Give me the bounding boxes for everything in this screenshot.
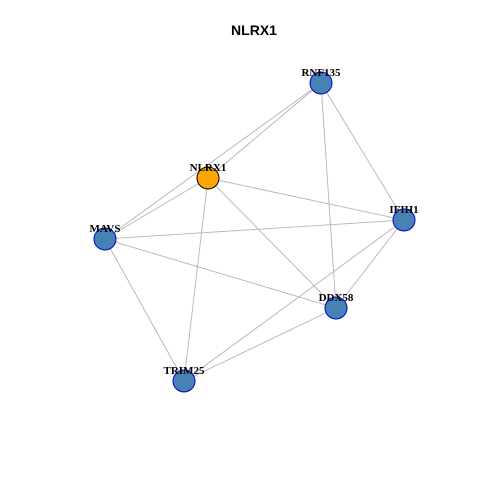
node-nlrx1[interactable]: [196, 166, 220, 190]
edge-ifih1-ddx58: [335, 219, 405, 309]
edge-ifih1-trim25: [183, 219, 405, 382]
edge-nlrx1-ddx58: [207, 177, 337, 309]
edge-mavs-ifih1: [104, 219, 405, 240]
edges-layer: [104, 82, 405, 382]
edge-rnf135-ddx58: [320, 82, 337, 309]
edge-nlrx1-trim25: [183, 177, 209, 382]
node-label-nlrx1: NLRX1: [190, 162, 227, 174]
edge-mavs-ddx58: [104, 238, 337, 309]
node-label-trim25: TRIM25: [164, 365, 205, 377]
edge-rnf135-mavs: [104, 82, 322, 240]
node-ifih1[interactable]: [392, 208, 416, 232]
edge-ddx58-trim25: [183, 307, 337, 382]
edge-nlrx1-ifih1: [207, 177, 405, 221]
edge-rnf135-ifih1: [320, 82, 405, 221]
node-ddx58[interactable]: [324, 296, 348, 320]
node-label-rnf135: RNF135: [301, 67, 341, 79]
nodes-layer: [93, 71, 416, 393]
node-label-mavs: MAVS: [90, 223, 121, 235]
edge-mavs-trim25: [104, 238, 185, 382]
node-mavs[interactable]: [93, 227, 117, 251]
diagram-title: NLRX1: [231, 22, 277, 38]
edge-nlrx1-mavs: [104, 177, 209, 240]
node-label-ddx58: DDX58: [319, 292, 354, 304]
node-rnf135[interactable]: [309, 71, 333, 95]
node-trim25[interactable]: [172, 369, 196, 393]
node-label-ifih1: IFIH1: [389, 204, 418, 216]
edge-rnf135-nlrx1: [207, 82, 322, 179]
